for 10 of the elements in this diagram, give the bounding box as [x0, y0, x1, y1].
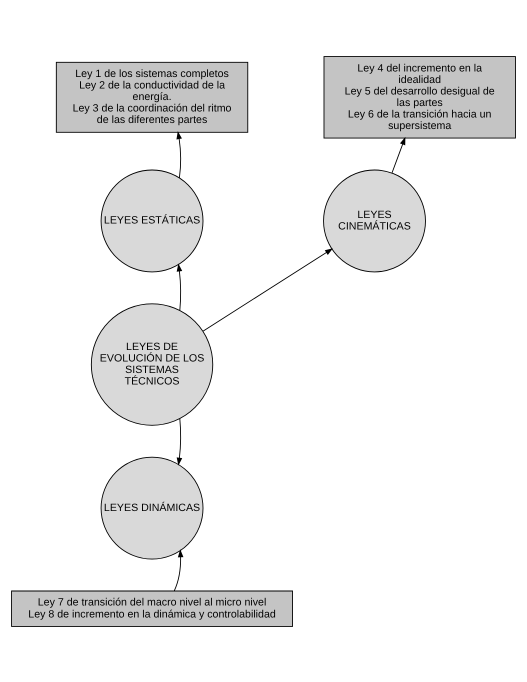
- arrow: [176, 262, 182, 310]
- arrow: [176, 418, 182, 466]
- arrow: [174, 548, 184, 591]
- arrow: [202, 248, 333, 332]
- node-box: Ley 7 de transición del macro nivel al micro nivel Ley 8 de incremento en la dinámica y controlabilidad: [11, 590, 293, 626]
- node-circle: LEYES DE EVOLUCIÓN DE LOS SISTEMAS TÉCNICOS: [90, 302, 214, 426]
- node-box: Ley 1 de los sistemas completos Ley 2 de la conductividad de la energía. Ley 3 de la coordinación del ritmo de las diferentes partes: [56, 61, 248, 132]
- arrow: [392, 136, 406, 173]
- node-box: Ley 4 del incremento en la idealidad Ley 5 del desarrollo desigual de las partes Ley 6 de la transición hacia un supersistema: [324, 56, 516, 138]
- arrow: [176, 130, 182, 178]
